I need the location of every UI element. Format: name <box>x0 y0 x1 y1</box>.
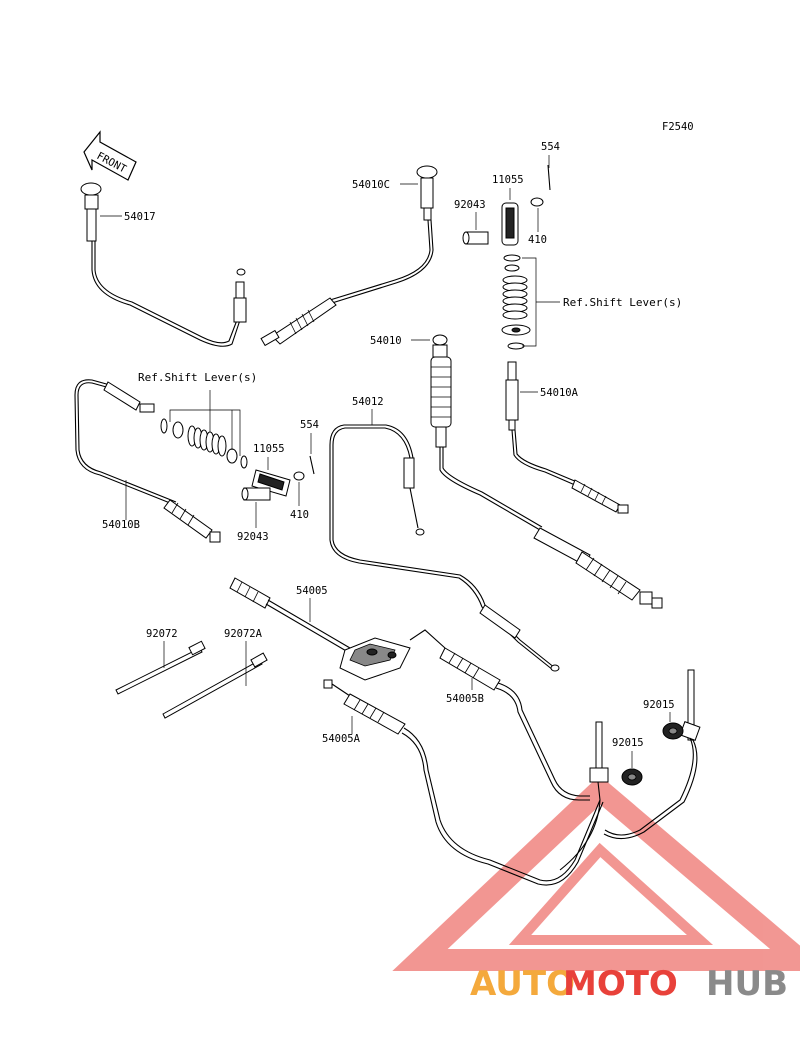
lever-parts-top <box>462 164 551 246</box>
label-92043-top: 92043 <box>454 199 486 211</box>
label-410-top: 410 <box>528 234 547 246</box>
nut-92015-bottom <box>621 768 643 786</box>
watermark-text: AUTO MOTO HUB <box>470 964 788 1004</box>
cable-54005B <box>409 629 590 801</box>
label-410-left: 410 <box>290 509 309 521</box>
spring-stack-left <box>160 418 248 469</box>
label-11055-left: 11055 <box>253 443 285 455</box>
label-54010C: 54010C <box>352 179 390 191</box>
figure-code: F2540 <box>662 121 694 133</box>
label-92015-bottom: 92015 <box>612 737 644 749</box>
cable-54010A <box>505 361 629 514</box>
cable-54012 <box>329 424 560 672</box>
label-54005A: 54005A <box>322 733 361 745</box>
label-54010A: 54010A <box>540 387 579 399</box>
label-92015-top: 92015 <box>643 699 675 711</box>
watermark-hub: HUB <box>706 964 788 1004</box>
label-554-top: 554 <box>541 141 560 153</box>
label-54005: 54005 <box>296 585 328 597</box>
spring-stack-top <box>501 254 531 350</box>
ref-shift-lever-left: Ref.Shift Lever(s) <box>138 371 257 384</box>
cable-54005 <box>229 577 411 681</box>
cable-54010 <box>430 334 663 609</box>
rear-rods <box>559 669 701 871</box>
label-554-left: 554 <box>300 419 319 431</box>
watermark-moto: MOTO <box>563 964 678 1004</box>
cable-54010C <box>260 165 438 347</box>
label-92072A: 92072A <box>224 628 263 640</box>
cable-54010B <box>74 379 221 543</box>
label-54017: 54017 <box>124 211 156 223</box>
cable-54005A <box>323 679 604 886</box>
label-92043-left: 92043 <box>237 531 269 543</box>
label-11055-top: 11055 <box>492 174 524 186</box>
label-54005B: 54005B <box>446 693 484 705</box>
label-92072: 92072 <box>146 628 178 640</box>
watermark-logo-icon <box>392 775 800 971</box>
label-54010B: 54010B <box>102 519 140 531</box>
front-arrow-icon: FRONT <box>83 130 137 181</box>
lever-parts-left <box>241 455 315 501</box>
ref-shift-lever-top: Ref.Shift Lever(s) <box>563 296 682 309</box>
label-54010: 54010 <box>370 335 402 347</box>
nut-92015-top <box>662 722 684 740</box>
cable-54017 <box>80 182 247 347</box>
label-54012: 54012 <box>352 396 384 408</box>
cable-tie-92072A <box>162 652 268 719</box>
cable-tie-92072 <box>115 640 206 695</box>
watermark-auto: AUTO <box>470 964 575 1004</box>
